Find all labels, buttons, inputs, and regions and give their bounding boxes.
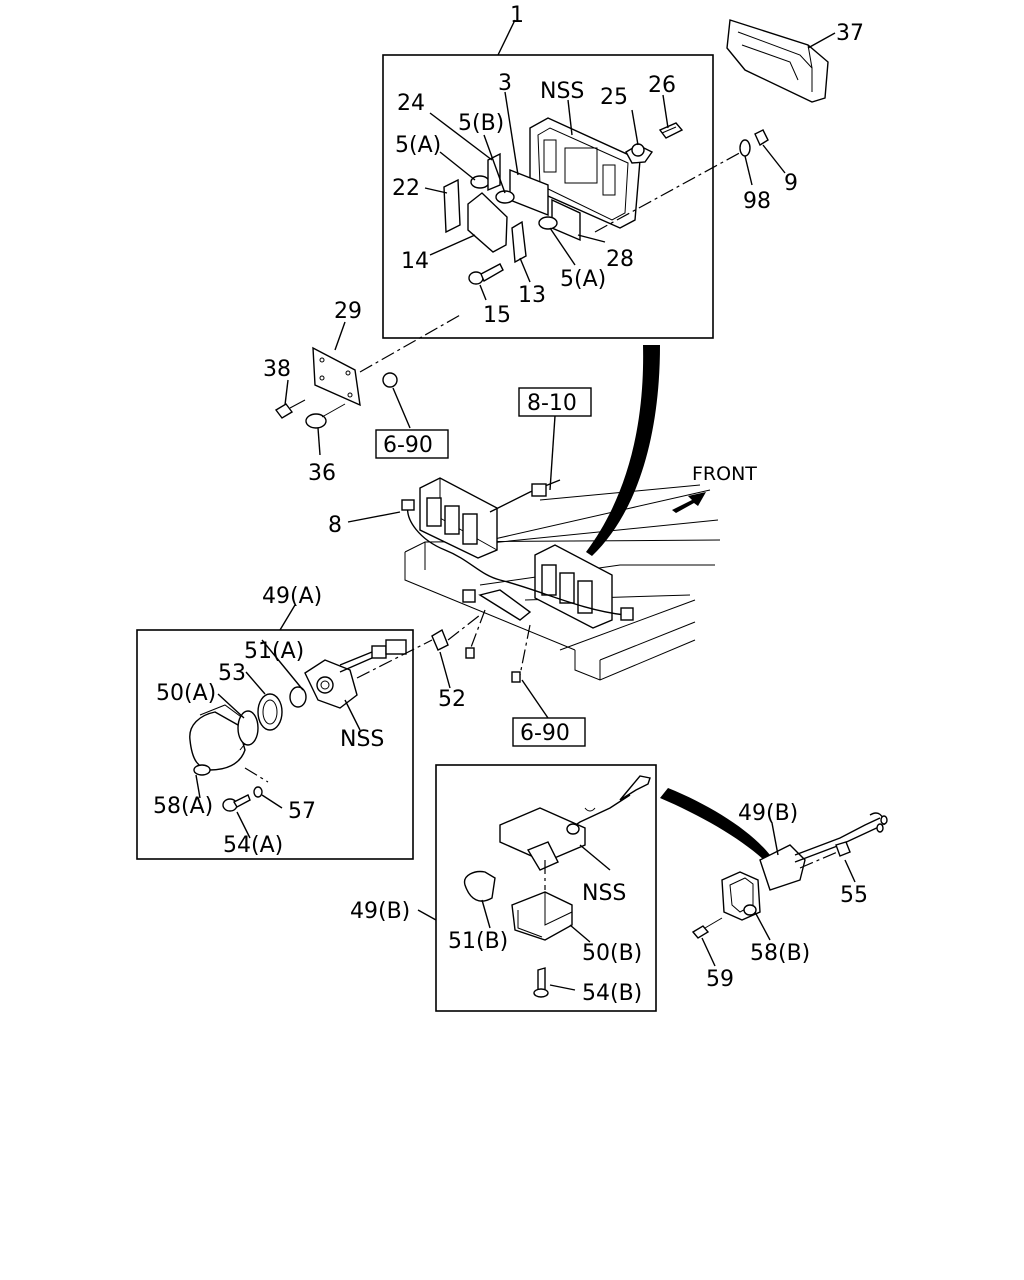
ref-label-6-90-bottom: 6-90: [520, 721, 570, 746]
rear-lamp-left: [419, 477, 498, 559]
part-25-connector: [625, 143, 654, 164]
part-9-nut: [754, 129, 769, 147]
part-26-screw: [658, 122, 684, 139]
part-53-ring: [257, 693, 283, 731]
front-arrow: [672, 492, 706, 513]
part-51b-bulb: [463, 870, 496, 902]
ref-label-6-90-top: 6-90: [383, 433, 433, 458]
label-26: 26: [648, 73, 676, 98]
label-5a-bottom: 5(A): [560, 267, 606, 292]
part-24-plate: [487, 152, 501, 192]
part-58a-lamp-cover: [189, 704, 249, 776]
part-5a-bulb-2: [538, 216, 558, 230]
label-36: 36: [308, 461, 336, 486]
label-50a: 50(A): [156, 681, 216, 706]
vehicle-frame: [404, 484, 721, 681]
part-55-nut: [835, 841, 851, 857]
label-1: 1: [510, 3, 524, 28]
license-bracket: [465, 589, 532, 683]
assembly-49b-box: [435, 764, 657, 1012]
label-58a: 58(A): [153, 794, 213, 819]
label-59: 59: [706, 967, 734, 992]
label-15: 15: [483, 303, 511, 328]
part-52-clip: [431, 628, 449, 651]
part-50b-lens: [511, 891, 573, 941]
label-54a: 54(A): [223, 833, 283, 858]
label-24: 24: [397, 91, 425, 116]
part-59-bolt: [691, 917, 723, 939]
part-nut-6-90: [382, 372, 398, 388]
label-55: 55: [840, 883, 868, 908]
part-50a-lens: [237, 710, 259, 746]
label-13: 13: [518, 283, 546, 308]
part-5a-bulb: [470, 175, 490, 189]
label-22: 22: [392, 176, 420, 201]
label-37: 37: [836, 21, 864, 46]
part-54a-screw: [222, 794, 251, 812]
part-36-bolt: [305, 403, 346, 429]
part-14-cover: [467, 192, 508, 253]
part-37-housing: [726, 19, 829, 103]
part-22-plate: [443, 178, 461, 234]
part-57-washer: [253, 786, 263, 798]
part-3-pad: [509, 168, 549, 217]
label-38: 38: [263, 357, 291, 382]
part-58b-housing: [721, 871, 761, 921]
rear-lamp-right: [534, 544, 613, 629]
label-3: 3: [498, 71, 512, 96]
assembly-1-box: [382, 54, 714, 339]
label-29: 29: [334, 299, 362, 324]
curved-arrow-2: [660, 788, 770, 860]
label-14: 14: [401, 249, 429, 274]
label-57: 57: [288, 799, 316, 824]
label-9: 9: [784, 171, 798, 196]
label-25: 25: [600, 85, 628, 110]
label-nss-socket: NSS: [340, 727, 384, 752]
part-nss-socket: [304, 659, 358, 709]
part-8-harness: [406, 504, 626, 616]
label-nss-lens: NSS: [540, 79, 584, 104]
part-51a-bulb: [289, 686, 307, 708]
part-38-bolt: [274, 399, 306, 419]
label-58b: 58(B): [750, 941, 810, 966]
label-nss-49b: NSS: [582, 881, 626, 906]
front-label: FRONT: [692, 463, 757, 485]
label-49b-left: 49(B): [350, 899, 410, 924]
label-50b: 50(B): [582, 941, 642, 966]
ref-label-8-10: 8-10: [527, 391, 577, 416]
label-51a: 51(A): [244, 639, 304, 664]
part-98-washer: [739, 139, 751, 157]
part-15-screw: [468, 263, 504, 285]
label-8: 8: [328, 513, 342, 538]
part-49b-assembly: [759, 812, 888, 891]
assembly-49a-box: [136, 629, 414, 860]
label-53: 53: [218, 661, 246, 686]
curved-arrow-1: [586, 345, 660, 556]
label-5b: 5(B): [458, 111, 504, 136]
label-49b-right: 49(B): [738, 801, 798, 826]
part-nss-housing-49b: [499, 807, 586, 871]
label-98: 98: [743, 189, 771, 214]
label-5a-top: 5(A): [395, 133, 441, 158]
label-54b: 54(B): [582, 981, 642, 1006]
label-52: 52: [438, 687, 466, 712]
part-29-bracket: [312, 346, 361, 407]
label-49a: 49(A): [262, 584, 322, 609]
label-28: 28: [606, 247, 634, 272]
label-51b: 51(B): [448, 929, 508, 954]
ref-box-6-90-top: [375, 429, 449, 459]
part-54b-screw: [533, 967, 549, 998]
part-13-bracket: [511, 220, 527, 264]
ref-box-6-90-bottom: [512, 717, 586, 747]
